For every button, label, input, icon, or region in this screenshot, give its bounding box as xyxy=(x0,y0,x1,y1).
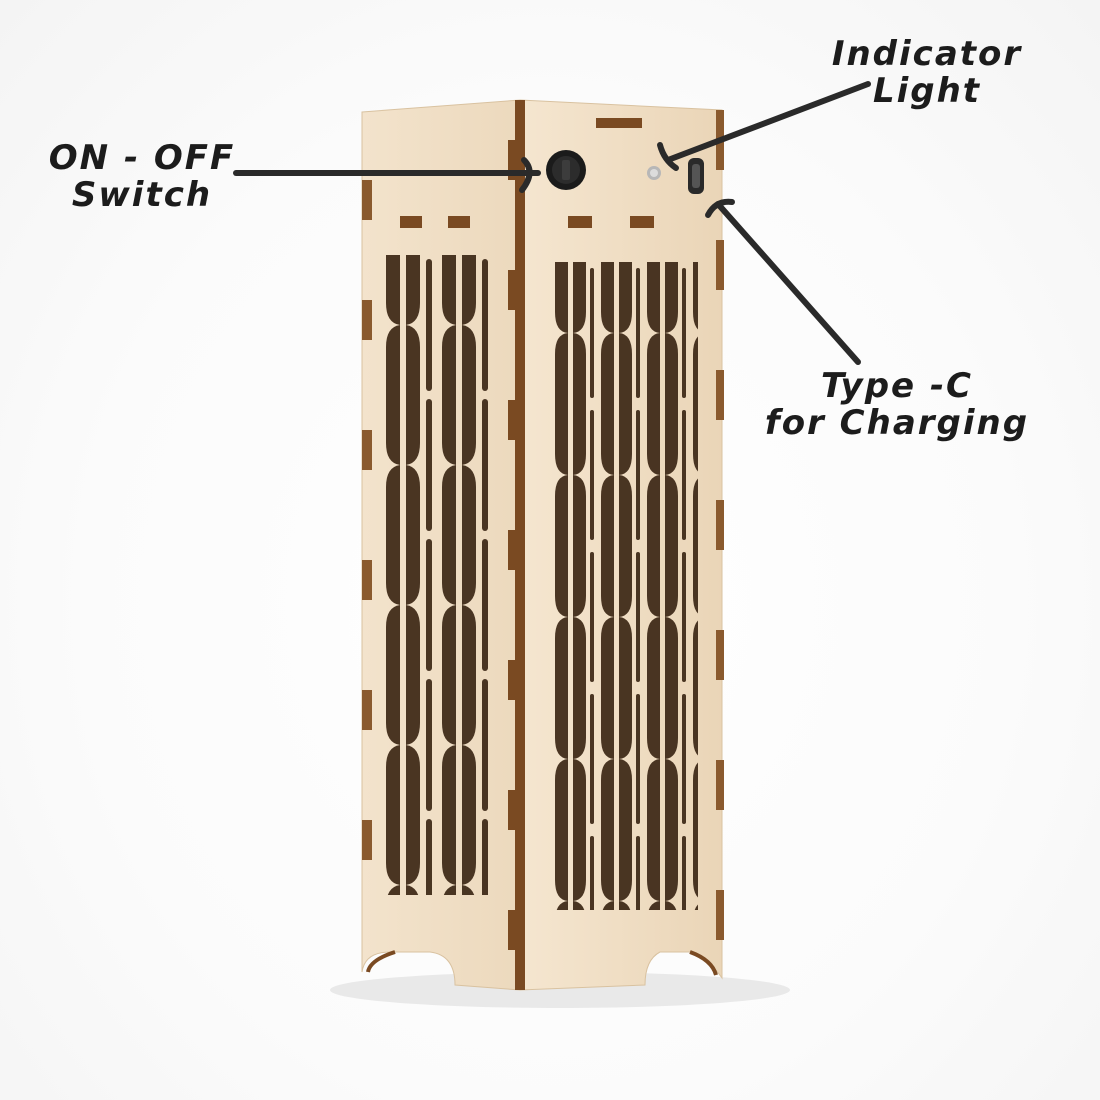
arrow-indicator xyxy=(665,81,871,163)
callout-type-c-line1: Type -C xyxy=(820,366,974,406)
callout-on-off-line2: Switch xyxy=(71,175,213,215)
callout-indicator-line2: Light xyxy=(872,71,982,111)
usb-c-port-icon xyxy=(688,158,704,194)
arrow-on-off-head xyxy=(519,157,533,193)
arrow-indicator-head xyxy=(657,142,679,171)
lamp-front-panel xyxy=(519,99,723,991)
power-switch-icon xyxy=(546,150,586,190)
callout-on-off-line1: ON - OFF xyxy=(48,138,236,178)
callout-indicator-line1: Indicator xyxy=(831,34,1023,74)
callout-type-c-charging: Type -C for Charging xyxy=(762,368,1032,442)
lamp-corner-edge xyxy=(508,100,525,990)
callout-indicator-light: Indicator Light xyxy=(822,36,1032,110)
indicator-led-icon xyxy=(647,166,661,180)
floor-shadow xyxy=(330,972,790,1008)
arrow-type-c-head xyxy=(705,198,735,218)
callout-arrows xyxy=(233,81,871,365)
arrow-type-c xyxy=(715,201,861,365)
lamp-left-panel xyxy=(361,99,521,991)
callout-on-off-switch: ON - OFF Switch xyxy=(42,140,242,214)
callout-type-c-line2: for Charging xyxy=(764,403,1030,443)
